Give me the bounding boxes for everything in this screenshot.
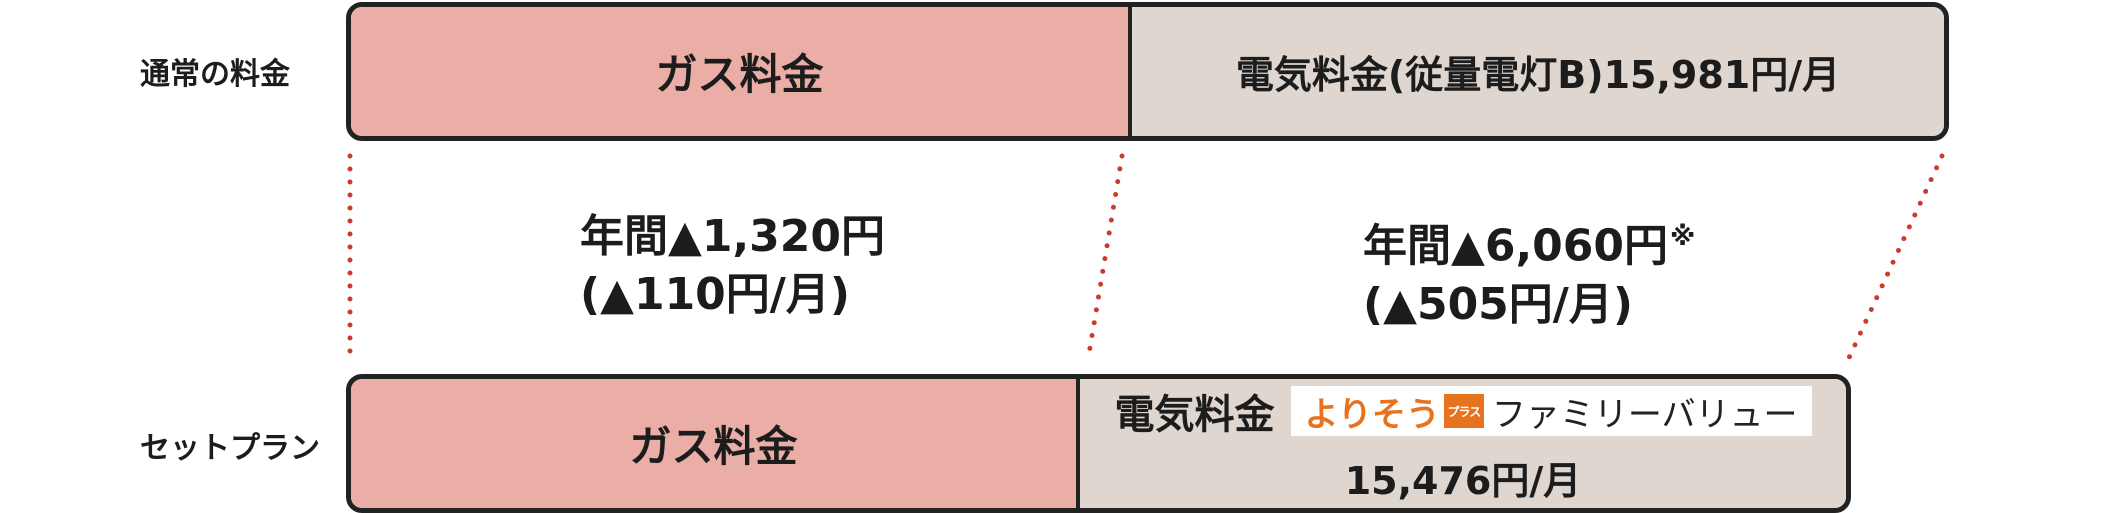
- electric-savings-annual: 年間▲6,060円: [1363, 220, 1669, 272]
- gas-savings-monthly: (▲110円/月): [580, 269, 850, 320]
- normal-electric-segment: 電気料金(従量電灯B)15,981円/月: [1132, 7, 1944, 136]
- electric-savings-monthly: (▲505円/月): [1363, 278, 1633, 330]
- plan-badge-sub: ファミリーバリュー: [1491, 394, 1798, 435]
- set-electric-price: 15,476円/月: [1344, 459, 1582, 503]
- gas-savings-annual: 年間▲1,320円: [580, 211, 886, 262]
- normal-price-bar: ガス料金 電気料金(従量電灯B)15,981円/月: [346, 2, 1949, 141]
- electric-savings-note-mark: ※: [1670, 222, 1696, 252]
- normal-gas-segment: ガス料金: [351, 7, 1132, 136]
- set-plan-bar: ガス料金 電気料金 よりそう プラス ファミリーバリュー 15,476円/月: [346, 374, 1851, 513]
- gas-savings: 年間▲1,320円 (▲110円/月): [580, 208, 885, 324]
- set-gas-segment: ガス料金: [351, 379, 1080, 508]
- connector-right: [1845, 153, 1945, 363]
- plan-name-badge: よりそう プラス ファミリーバリュー: [1290, 386, 1812, 436]
- connector-middle: [1085, 153, 1125, 363]
- plus-icon: プラス: [1443, 394, 1484, 428]
- set-electric-segment: 電気料金 よりそう プラス ファミリーバリュー 15,476円/月: [1080, 379, 1846, 508]
- normal-price-label: 通常の料金: [140, 57, 290, 92]
- set-plan-label: セットプラン: [140, 431, 320, 466]
- electric-savings: 年間▲6,060円※ (▲505円/月): [1363, 208, 1695, 334]
- normal-gas-label: ガス料金: [655, 50, 824, 99]
- normal-electric-label: 電気料金(従量電灯B)15,981円/月: [1235, 53, 1841, 97]
- set-gas-label: ガス料金: [629, 422, 798, 471]
- set-electric-label: 電気料金: [1114, 392, 1275, 438]
- plan-badge-main: よりそう: [1304, 394, 1440, 435]
